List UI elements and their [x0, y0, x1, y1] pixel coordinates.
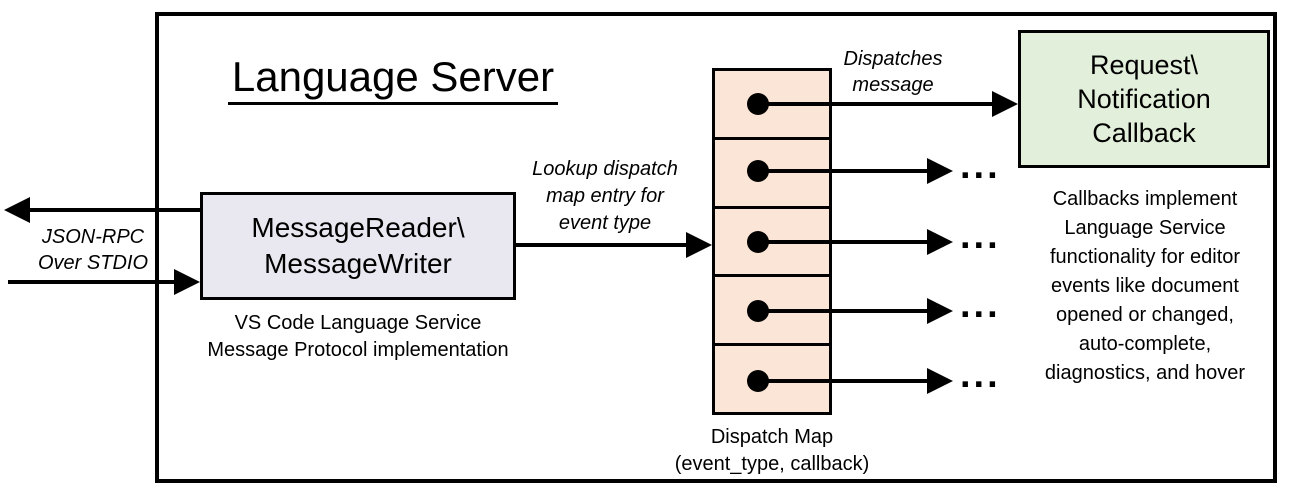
dispatch-map-cell: [715, 208, 829, 278]
ellipsis-row-3: ...: [960, 215, 1001, 257]
page-title: Language Server: [203, 54, 583, 105]
language-server-boundary-box: [155, 12, 1277, 483]
lookup-dispatch-label: Lookup dispatch map entry for event type: [532, 158, 678, 234]
message-box-caption: VS Code Language Service Message Protoco…: [207, 312, 509, 361]
ellipsis-row-4: ...: [960, 284, 1001, 326]
dispatch-map-cell: [715, 277, 829, 347]
dispatch-map-cell: [715, 71, 829, 140]
page-title-text: Language Server: [227, 54, 559, 105]
dispatch-map-caption: Dispatch Map (event_type, callback): [674, 426, 870, 475]
json-rpc-stdio-label: JSON-RPC Over STDIO: [37, 226, 148, 274]
dispatch-map-cell: [715, 139, 829, 209]
dispatch-map: [712, 68, 832, 415]
dispatches-message-label: Dispatches message: [843, 48, 943, 96]
dispatch-map-cell: [715, 346, 829, 412]
ellipsis-row-2: ...: [960, 145, 1001, 187]
request-notification-callback-box: Request\ Notification Callback: [1018, 30, 1270, 168]
callbacks-note: Callbacks implement Language Service fun…: [1044, 188, 1246, 384]
ellipsis-row-5: ...: [960, 354, 1001, 396]
message-reader-writer-box: MessageReader\ MessageWriter: [200, 192, 516, 300]
